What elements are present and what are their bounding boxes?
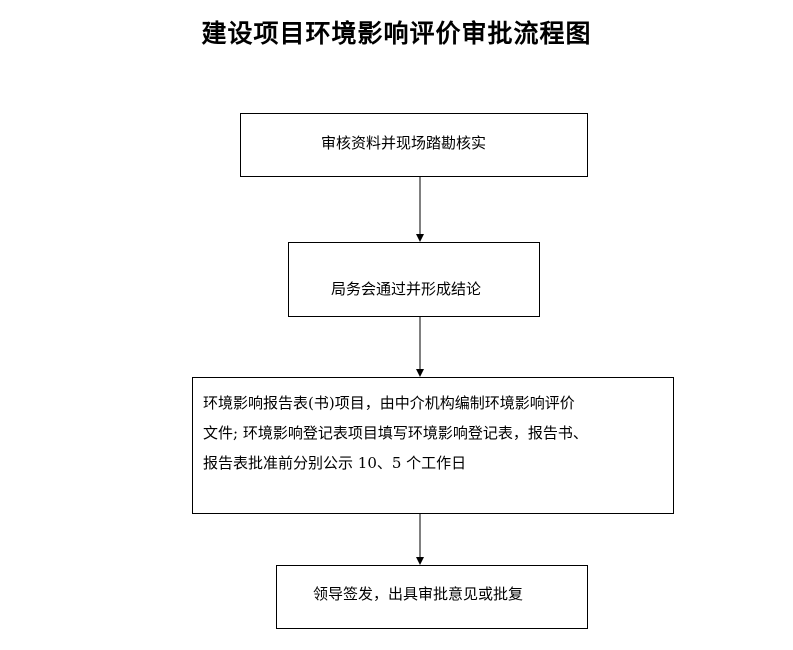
flow-step-text-line: 报告表批准前分别公示 10、5 个工作日: [203, 454, 467, 472]
diagram-title: 建设项目环境影响评价审批流程图: [201, 19, 592, 48]
flow-step-text-line: 环境影响报告表(书)项目，由中介机构编制环境影响评价: [203, 394, 575, 412]
flow-step-publicity: 环境影响报告表(书)项目，由中介机构编制环境影响评价 文件; 环境影响登记表项目…: [192, 377, 674, 514]
flow-step-text-line: 文件; 环境影响登记表项目填写环境影响登记表，报告书、: [203, 424, 588, 442]
flow-step-text: 局务会通过并形成结论: [331, 280, 482, 298]
flow-step-text: 领导签发，出具审批意见或批复: [313, 585, 524, 603]
flow-step-text: 审核资料并现场踏勘核实: [321, 134, 487, 152]
flow-step-approval: 领导签发，出具审批意见或批复: [276, 565, 588, 629]
flow-step-meeting: 局务会通过并形成结论: [288, 242, 540, 317]
flow-step-verify: 审核资料并现场踏勘核实: [240, 113, 588, 177]
